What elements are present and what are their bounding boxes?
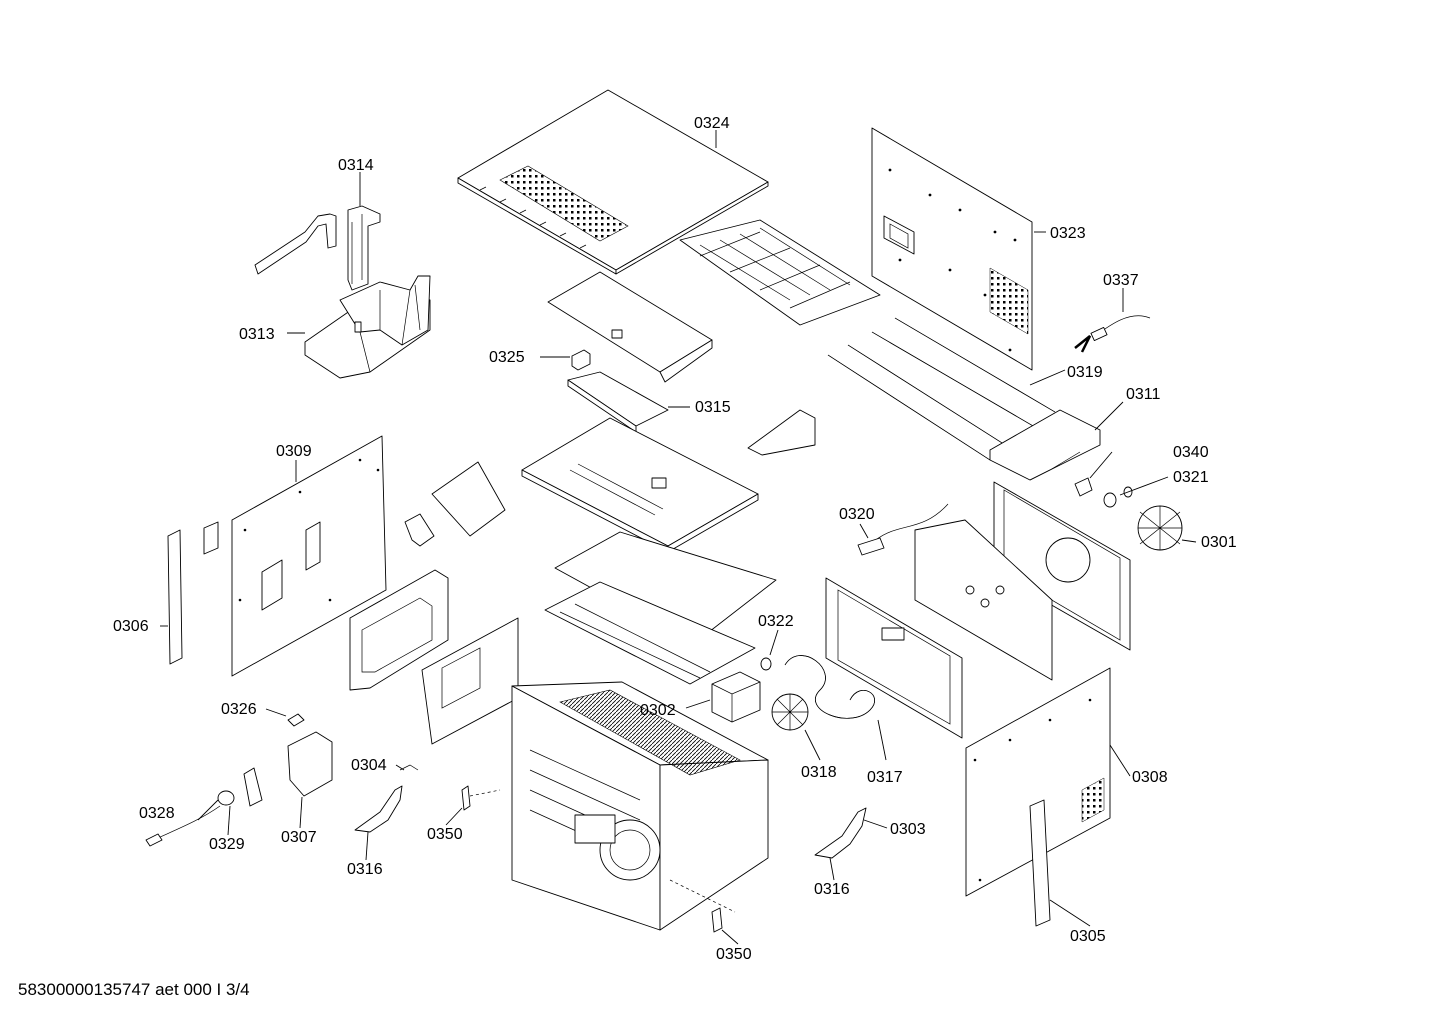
part-oven-cavity	[511, 681, 769, 931]
part-0309-side-panel	[231, 435, 387, 677]
part-angle-bracket	[747, 409, 816, 456]
callout-labels: 0324 0314 0323 0337 0313 0325 0319 0311 …	[113, 115, 1237, 963]
part-0328-cable	[145, 805, 221, 847]
callout-0315: 0315	[695, 399, 731, 416]
callout-0316-left: 0316	[347, 861, 383, 878]
callout-0316-right: 0316	[814, 881, 850, 898]
callout-0318: 0318	[801, 764, 837, 781]
callout-0311: 0311	[1126, 386, 1161, 403]
callout-0350-left: 0350	[427, 826, 463, 843]
part-0302-transformer	[711, 671, 761, 723]
part-0317-heater-coil	[784, 655, 876, 719]
part-0340-small	[1074, 477, 1093, 497]
part-0316-hinge-right	[814, 807, 867, 859]
part-0337-cable	[1074, 315, 1151, 353]
callout-0325: 0325	[489, 349, 525, 366]
part-0323-back-panel	[871, 127, 1033, 371]
callout-0326: 0326	[221, 701, 257, 718]
callout-0324: 0324	[694, 115, 730, 132]
part-0304-hinge	[399, 764, 419, 771]
callout-0305: 0305	[1070, 928, 1106, 945]
callout-0328: 0328	[139, 805, 175, 822]
callout-0340: 0340	[1173, 444, 1209, 461]
callout-0319: 0319	[1067, 364, 1103, 381]
callout-0313: 0313	[239, 326, 275, 343]
callout-0321: 0321	[1173, 469, 1209, 486]
part-frame-left	[349, 569, 449, 691]
callout-0329: 0329	[209, 836, 245, 853]
callout-0304: 0304	[351, 757, 387, 774]
callout-0350-bottom: 0350	[716, 946, 752, 963]
callout-0309: 0309	[276, 443, 312, 460]
part-insulation	[914, 519, 1053, 681]
part-duct	[431, 461, 506, 537]
callout-0301: 0301	[1201, 534, 1237, 551]
part-0320-sensor	[857, 503, 949, 556]
part-0319-heater-rods	[827, 317, 1056, 461]
part-0306-strip	[167, 529, 183, 665]
callout-0322: 0322	[758, 613, 794, 630]
part-0318-fan	[771, 693, 809, 731]
callout-0337: 0337	[1103, 272, 1139, 289]
part-0316-hinge-left	[354, 785, 403, 833]
document-code: 58300000135747 aet 000 I 3/4	[18, 980, 250, 999]
part-0326-clip	[287, 713, 305, 727]
part-insulation-plate	[544, 531, 777, 685]
callout-0320: 0320	[839, 506, 875, 523]
part-0305-strip	[1029, 799, 1051, 927]
part-0321-small	[1103, 486, 1133, 508]
leader-lines	[160, 130, 1197, 945]
part-0325-switch	[571, 349, 591, 371]
part-0329-plug	[217, 767, 263, 807]
part-0324-top-cover	[457, 89, 769, 275]
part-cavity-top-plate	[521, 417, 759, 553]
callout-0317: 0317	[867, 769, 903, 786]
part-front-frame	[993, 481, 1131, 651]
callout-0323: 0323	[1050, 225, 1086, 242]
part-0313-base-bracket	[304, 275, 431, 379]
part-upper-frame	[679, 219, 881, 326]
part-0308-side-panel	[965, 667, 1111, 897]
callout-0307: 0307	[281, 829, 317, 846]
part-0315-plate	[567, 371, 669, 433]
part-0314-bracket	[254, 205, 381, 291]
part-0322-knob	[760, 657, 772, 671]
callout-0306: 0306	[113, 618, 149, 635]
callout-0314: 0314	[338, 157, 374, 174]
part-0311-bracket	[989, 409, 1101, 481]
part-rear-wall	[825, 577, 963, 739]
callout-0308: 0308	[1132, 769, 1168, 786]
part-0350-clip-a	[461, 785, 501, 811]
part-mid-tray	[547, 271, 713, 383]
part-0350-clip-b	[711, 907, 723, 933]
callout-0302: 0302	[640, 702, 676, 719]
callout-0303: 0303	[890, 821, 926, 838]
part-small-plate	[203, 513, 435, 555]
part-0301-fan-motor	[1137, 505, 1183, 551]
part-0307-bracket	[287, 731, 333, 797]
